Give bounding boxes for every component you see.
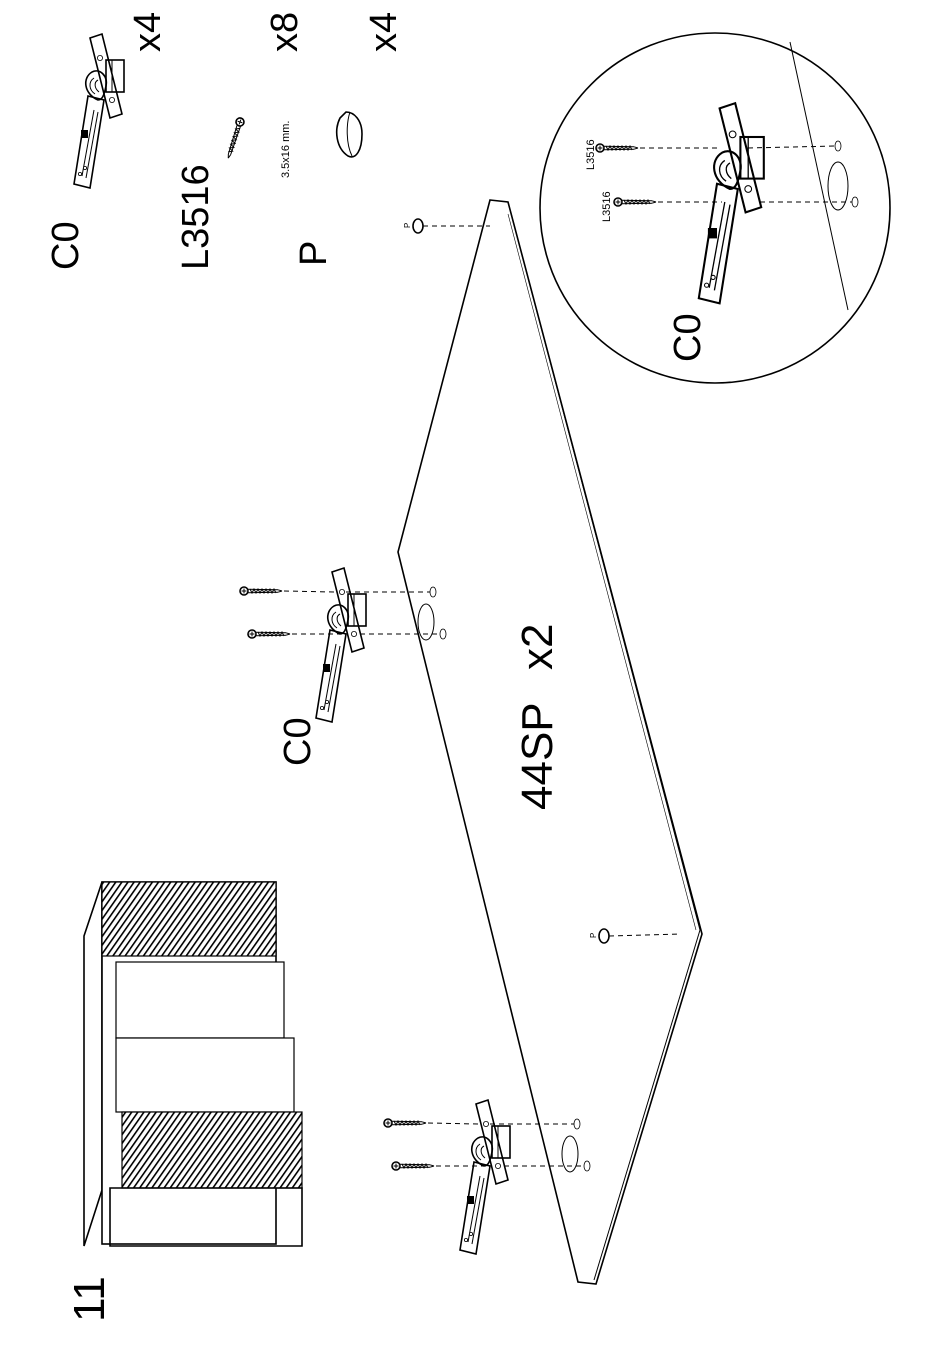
part-qty-l3516: x8	[264, 12, 306, 52]
part-code-l3516: L3516	[175, 164, 217, 270]
hinge-icon	[74, 34, 124, 188]
bumper-pad-icon	[337, 112, 362, 157]
screw-icon	[224, 117, 245, 159]
part-qty-p: x4	[363, 12, 405, 52]
part-code-p: P	[293, 241, 335, 266]
cabinet-thumbnail	[84, 882, 302, 1246]
hinge-assembly-center	[240, 568, 446, 722]
panel-qty: x2	[513, 624, 562, 670]
pad-bottom-label: P	[589, 933, 598, 938]
part-code-c0: C0	[45, 221, 87, 270]
pad-top-label: P	[403, 223, 412, 228]
step-number: 11	[65, 1276, 114, 1322]
detail-hinge-label: C0	[667, 313, 709, 362]
pad-bottom-marker	[599, 929, 680, 943]
detail-callout	[540, 33, 890, 383]
panel-code: 44SP	[513, 702, 562, 810]
detail-screw-upper-label: L3516	[585, 139, 597, 170]
hinge-center-label: C0	[277, 717, 319, 766]
pad-top-marker	[413, 219, 490, 233]
parts-list: C0 x4 L3516 3.5x16 mm. x8 P x4	[45, 12, 405, 270]
part-size-l3516: 3.5x16 mm.	[280, 121, 292, 178]
detail-screw-lower-label: L3516	[601, 191, 613, 222]
hinge-assembly-bottom	[384, 1100, 590, 1254]
part-qty-c0: x4	[127, 12, 169, 52]
